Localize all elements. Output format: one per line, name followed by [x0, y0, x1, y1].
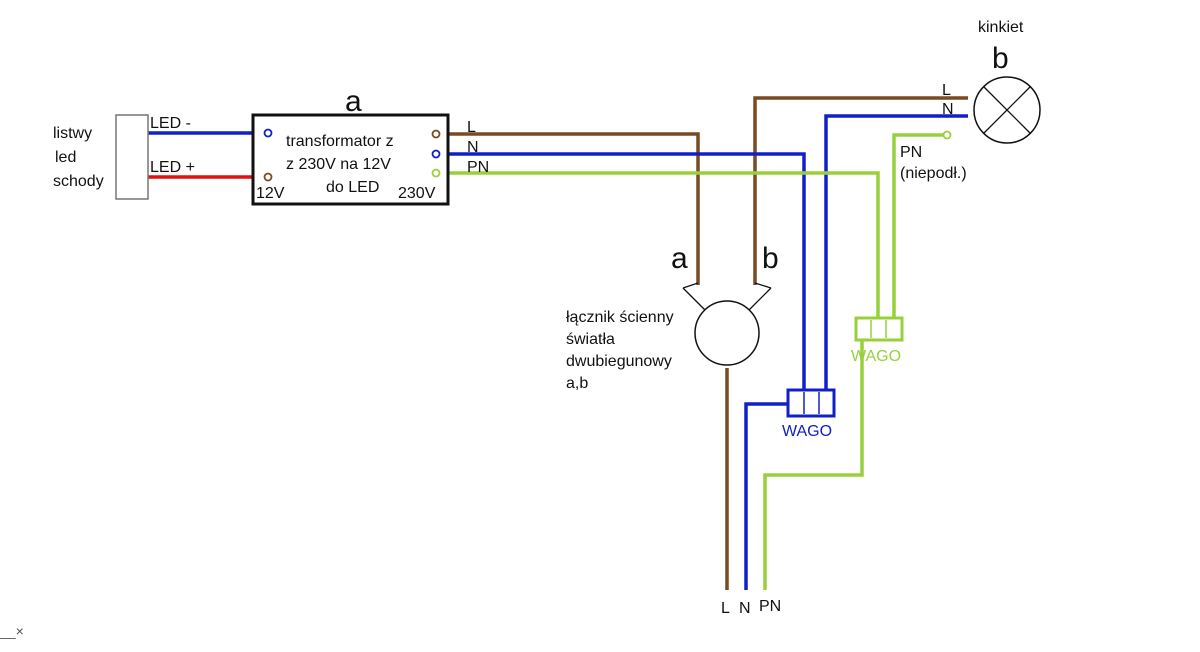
terminal-pn	[431, 168, 441, 178]
lamp-title: kinkiet	[978, 19, 1024, 36]
terminal-led-minus	[263, 128, 273, 138]
terminal-l	[431, 129, 441, 139]
supply-pn: PN	[759, 598, 781, 615]
transformer-230v: 230V	[398, 185, 436, 202]
wire-pn-lamp	[892, 133, 946, 318]
led-plus-label: LED +	[150, 159, 195, 176]
wire-pn-supply	[763, 340, 864, 590]
switch-label-2: światła	[566, 331, 615, 348]
wire-pn-transformer	[437, 171, 880, 318]
lamp-pn-label-2: (niepodł.)	[900, 165, 967, 182]
lamp-cross-2	[983, 86, 1031, 134]
terminal-n	[431, 149, 441, 159]
wago-blue-connector	[786, 388, 836, 418]
lamp-terminal-pn	[942, 130, 952, 140]
supply-l: L	[721, 600, 730, 617]
wire-n-transformer	[437, 152, 806, 390]
transformer-term-l: L	[467, 119, 476, 136]
led-strip-label-3: schody	[53, 173, 104, 190]
led-strip-label-2: led	[55, 149, 76, 166]
transformer-text-2: z 230V na 12V	[286, 156, 391, 173]
wago-green-connector	[854, 316, 904, 342]
transformer-term-pn: PN	[467, 159, 489, 176]
switch-letter-b: b	[762, 242, 779, 275]
led-strip-box	[115, 114, 149, 200]
switch-arm-b	[748, 282, 772, 311]
wire-l-switch-lamp	[753, 96, 968, 285]
switch-symbol	[694, 300, 760, 366]
corner-mark: __×	[0, 623, 24, 639]
lamp-term-l: L	[942, 82, 951, 99]
lamp-term-n: N	[942, 101, 954, 118]
switch-label-1: łącznik ścienny	[566, 309, 674, 326]
transformer-12v: 12V	[256, 185, 285, 202]
transformer-letter: a	[345, 85, 362, 118]
switch-label-4: a,b	[566, 375, 588, 392]
supply-n: N	[739, 600, 751, 617]
led-minus-label: LED -	[150, 115, 191, 132]
switch-label-3: dwubiegunowy	[566, 353, 672, 370]
transformer-text-1: transformator z	[286, 133, 394, 150]
wire-n-supply	[744, 402, 788, 590]
wago-blue-label: WAGO	[782, 423, 832, 440]
wago-green-label: WAGO	[851, 348, 901, 365]
terminal-led-plus	[263, 172, 273, 182]
switch-letter-a: a	[671, 242, 688, 275]
transformer-term-n: N	[467, 139, 479, 156]
wire-n-lamp	[824, 114, 968, 390]
switch-arm-a	[682, 282, 706, 311]
lamp-pn-label-1: PN	[900, 144, 922, 161]
transformer-text-3: do LED	[326, 179, 379, 196]
led-strip-label-1: listwy	[53, 125, 92, 142]
transformer-box	[251, 113, 450, 206]
wire-l-transformer-switch	[437, 132, 700, 285]
lamp-letter: b	[992, 42, 1009, 75]
